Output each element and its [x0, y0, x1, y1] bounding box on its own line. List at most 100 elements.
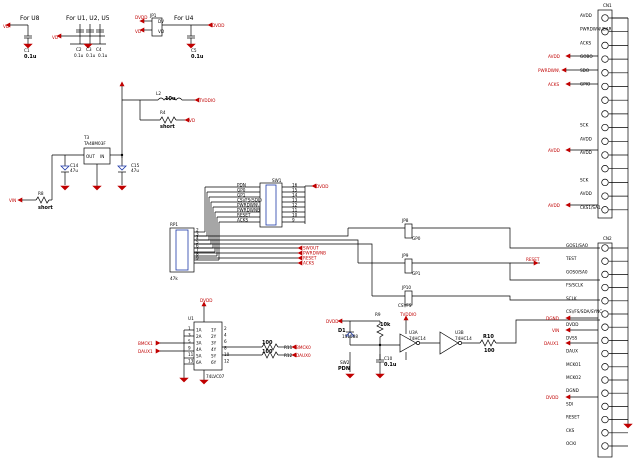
sw1-label: GP1 — [237, 192, 246, 197]
cn1-pin — [601, 41, 609, 50]
net-daux1: DAUX1 — [138, 349, 153, 354]
sw1-pin-number: 10 — [292, 212, 298, 217]
rp1-out-net: ACKS — [303, 261, 314, 266]
sw1-pin-number: 13 — [292, 197, 298, 202]
sw1-label: GP0 — [237, 187, 246, 192]
cn2-pins: GOS1/SAOTESTGOS0/SA0FS/SCLKSCLKCS\/FS/SD… — [565, 243, 628, 450]
cn2-net-dvdd: DVDD — [546, 395, 558, 400]
cn2-pin — [601, 336, 609, 345]
jp9-ref: JP9 — [401, 253, 409, 258]
net-bmck1: BMCK1 — [138, 341, 153, 346]
sw1-pin-number: 12 — [292, 202, 298, 207]
net-dvdd-jp1: DVDD — [135, 15, 147, 20]
net-vd-r4: VD — [189, 118, 195, 123]
sw1-pin-number: 9 — [292, 217, 295, 222]
sw1-pin-number: 14 — [292, 192, 298, 197]
u1-pin-output: 6Y — [211, 360, 217, 365]
c3-ref: C3 — [86, 47, 92, 52]
sw1-label: CS\/FS(SDL) — [237, 197, 262, 202]
net-dvdd-reset: DVDD — [326, 319, 338, 324]
jp10-ref: JP10 — [401, 285, 411, 290]
caps-c2-c4: VD C2 C3 C4 0.1u 0.1u 0.1u — [52, 24, 108, 58]
resistor-pack-rp1: RP1 47k — [169, 222, 195, 281]
label-for-u8: For U8 — [20, 15, 40, 22]
cn2-net-dgnd: DGND — [546, 316, 559, 321]
connector-cn2: CN2 — [597, 236, 633, 458]
c3-value: 0.1u — [86, 53, 96, 58]
t3-pin-in: IN — [100, 154, 104, 159]
net-flag — [297, 250, 303, 256]
cn2-pin-label: DVSS — [566, 335, 578, 340]
cn1-pin — [601, 55, 609, 63]
sw1-label: PDN — [237, 182, 246, 187]
sw1-pin-number: 16 — [292, 182, 298, 187]
cn2-pin-label: SCLK — [566, 296, 577, 301]
u1-pin-number-right: 2 — [224, 326, 227, 331]
c5-ref: C5 — [191, 48, 197, 53]
r9-ref: R9 — [375, 312, 381, 317]
connector-cn1: CN1 — [597, 3, 629, 424]
cn1-left-nets: AVDD PWRDWN\ ACKS AVDD AVDD — [538, 53, 598, 208]
cn1-pin — [601, 28, 609, 36]
regulator-section: L2 10u TVDDIO R4 short VD T3 TA48M03F OU… — [9, 81, 216, 211]
l2-ref: L2 — [156, 91, 161, 96]
cn2-pin-label: RESET — [566, 415, 580, 420]
cn1-pin — [601, 110, 609, 118]
net-dvdd-u1: DVDD — [200, 298, 212, 303]
cn1-net-pwrdwn: PWRDWN\ — [538, 68, 560, 73]
net-dvdd-sw1: DVDD — [316, 184, 328, 189]
u1-pin-number-right: 4 — [224, 333, 227, 338]
jp8-ref: JP8 — [401, 218, 409, 223]
cn1-pin-label: AVDD — [580, 191, 592, 196]
cn2-pin-label: CKS — [566, 428, 575, 433]
cn2-pin-label: DGND — [566, 388, 579, 393]
cn2-pin-label: GOS1/SAO — [566, 243, 589, 248]
t3-ref: T3 — [83, 135, 90, 140]
cn2-net-daux1: DAUX1 — [544, 341, 559, 346]
c4-value: 0.1u — [98, 53, 108, 58]
jp9-net: GP1 — [412, 271, 421, 276]
cn2-net-vin: VIN — [552, 328, 559, 333]
cn1-pin-label: GOBO — [580, 54, 593, 59]
c1-value: 0.1u — [24, 54, 37, 60]
cn1-pin-label: PWRDWN\/BAR — [580, 27, 612, 32]
sw1-label: PWRDWNB — [237, 207, 260, 212]
rp1-pin-number: 4 — [196, 236, 199, 241]
r4-value: short — [160, 124, 175, 130]
c15-ref: C15 — [131, 163, 140, 168]
cn2-pin — [601, 429, 609, 437]
cn2-ref: CN2 — [603, 236, 612, 241]
sw2-label: PDN — [338, 366, 350, 372]
u1-pin-number-left: 13 — [188, 359, 194, 364]
jumper-jp9: JP9 GP1 — [401, 253, 421, 276]
cn2-pin — [601, 283, 609, 292]
u1-output-nets: 100 R11 BMCK0 100 R12 DAUX0 — [222, 340, 311, 359]
net-vd-c2: VD — [52, 35, 58, 40]
sw1-label: ACKS — [237, 217, 248, 222]
cn2-pin — [601, 323, 609, 331]
u1-pin-number-left: 1 — [188, 326, 191, 331]
u1-pin-output: 1Y — [211, 328, 217, 333]
cn1-pin — [601, 206, 609, 214]
u1-pin-number-right: 12 — [224, 359, 230, 364]
rp1-pin-number: 7 — [196, 248, 199, 253]
r11-ref: R11 — [284, 345, 293, 350]
u3a-part: 74HC14 — [409, 336, 426, 341]
jp8-net: GP0 — [412, 236, 421, 241]
cn2-pin — [601, 244, 609, 252]
jumper-jp10: JP10 CS\/FS — [398, 285, 413, 308]
rp1-pin-number: 6 — [196, 244, 199, 249]
rp1-pin-number: 3 — [196, 232, 199, 237]
net-vin-r8: VIN — [9, 198, 16, 203]
rp1-out-net: SWOUT — [303, 246, 319, 251]
cn1-net-acks: ACKS — [548, 82, 559, 87]
cn2-pin — [601, 442, 609, 450]
t3-pin-out: OUT — [86, 154, 95, 159]
u1-pin-input: 6A — [196, 360, 202, 365]
u1-input-nets: BMCK1 DAUX1 — [138, 329, 194, 383]
net-tvddio-u3: TVDDIO — [399, 312, 417, 317]
cn1-net-avdd-2: AVDD — [548, 148, 560, 153]
cn2-pin-label: MCKO1 — [566, 362, 581, 367]
cn1-pin — [601, 82, 609, 91]
